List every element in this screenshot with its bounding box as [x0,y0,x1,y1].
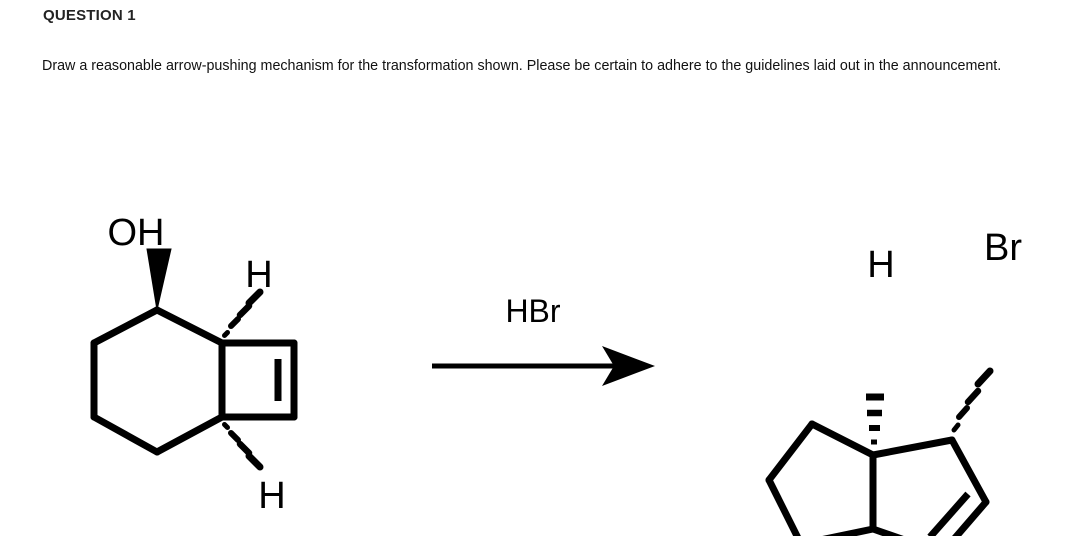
reaction-scheme-svg: OH H H HBr [90,212,1022,536]
bond-p7-p6-double [952,498,990,536]
bond-p3-p2 [822,525,877,536]
bond-c2-c1 [153,306,226,347]
reaction-arrow-icon [432,346,655,386]
reactant-cyclohexane-ring [90,306,226,456]
reagent-label: HBr [505,293,560,329]
reactant-hydrogen-top-label: H [245,254,272,296]
bond-c5-c4 [90,413,161,456]
product-cyclopentene-ring [869,436,990,536]
reactant-hydroxyl-label: OH [108,212,165,254]
bond-p1-p8 [869,436,956,459]
bond-p4-p3 [765,476,801,536]
reactant-structure: OH H H [90,212,298,517]
product-structure: H Br H H [765,227,1022,536]
page-title: QUESTION 1 [43,7,136,24]
product-cyclopentane-ring [765,420,877,536]
product-bromine-hash [951,367,994,433]
reactant-hydrogen-bottom-hash [222,422,264,471]
reaction-conditions: HBr [432,293,655,386]
product-bromine-label: Br [984,227,1022,269]
product-double-bond-inner-line [927,491,971,536]
product-hydrogen-top-label: H [867,244,894,286]
bond-p8-p7 [948,436,990,506]
reactant-hydroxyl-wedge [146,248,172,311]
reaction-scheme: OH H H HBr [0,130,1078,536]
product-hydrogen-top-hash [866,393,884,445]
reactant-hydrogen-top-hash [222,288,264,338]
bond-c1-c6 [90,306,161,347]
bond-p5-p4 [765,420,816,484]
bond-p6-p2 [869,525,904,536]
reactant-hydrogen-bottom-label: H [258,475,285,517]
bond-p1-p5 [808,420,877,459]
question-prompt: Draw a reasonable arrow-pushing mechanis… [42,58,1002,74]
bond-c4-c3 [153,413,226,456]
reactant-cyclobutene-ring [218,339,298,421]
